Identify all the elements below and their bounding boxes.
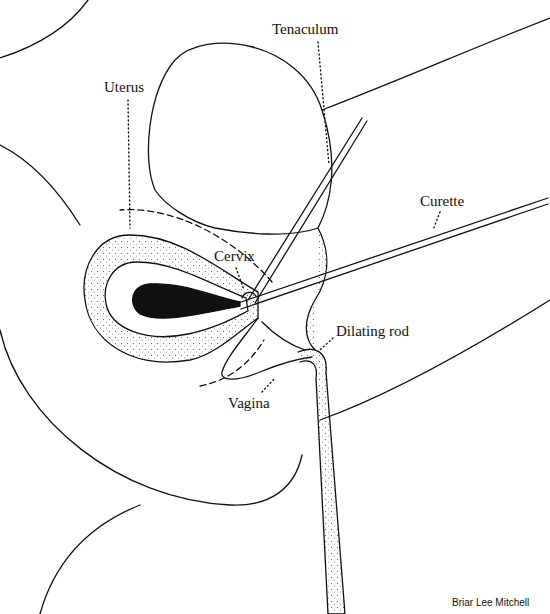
part-label: Curette	[420, 192, 464, 210]
leader-line	[433, 212, 440, 230]
part-label: Tenaculum	[272, 20, 338, 38]
leader-line	[320, 338, 333, 350]
part-label: Vagina	[228, 394, 270, 412]
body-outline	[0, 145, 80, 225]
tenaculum	[255, 121, 367, 303]
leader-line	[236, 268, 244, 290]
signature: Briar Lee Mitchell	[452, 597, 529, 609]
curette	[241, 204, 548, 309]
pubic-outline	[306, 228, 326, 350]
vagina-wall	[222, 318, 312, 379]
tenaculum-jaw	[242, 292, 256, 298]
uterine-cavity	[133, 284, 240, 318]
bladder-outline	[148, 43, 331, 234]
dilating-rod	[298, 349, 345, 614]
uterus-inner	[105, 262, 248, 337]
dashed-contour	[120, 210, 272, 282]
curette	[238, 198, 548, 303]
part-label: Cervix	[214, 247, 255, 265]
leader-line	[128, 100, 130, 228]
abdomen-line	[322, 18, 550, 110]
body-outline	[40, 505, 140, 614]
part-label: Uterus	[104, 78, 144, 96]
body-outline	[0, 0, 88, 58]
tenaculum	[248, 118, 362, 300]
leader-line	[318, 42, 329, 165]
part-label: Dilating rod	[336, 322, 409, 340]
thigh-line	[320, 300, 550, 420]
vagina-wall	[262, 322, 305, 350]
leader-line	[262, 378, 275, 392]
uterus-wall	[84, 235, 258, 362]
